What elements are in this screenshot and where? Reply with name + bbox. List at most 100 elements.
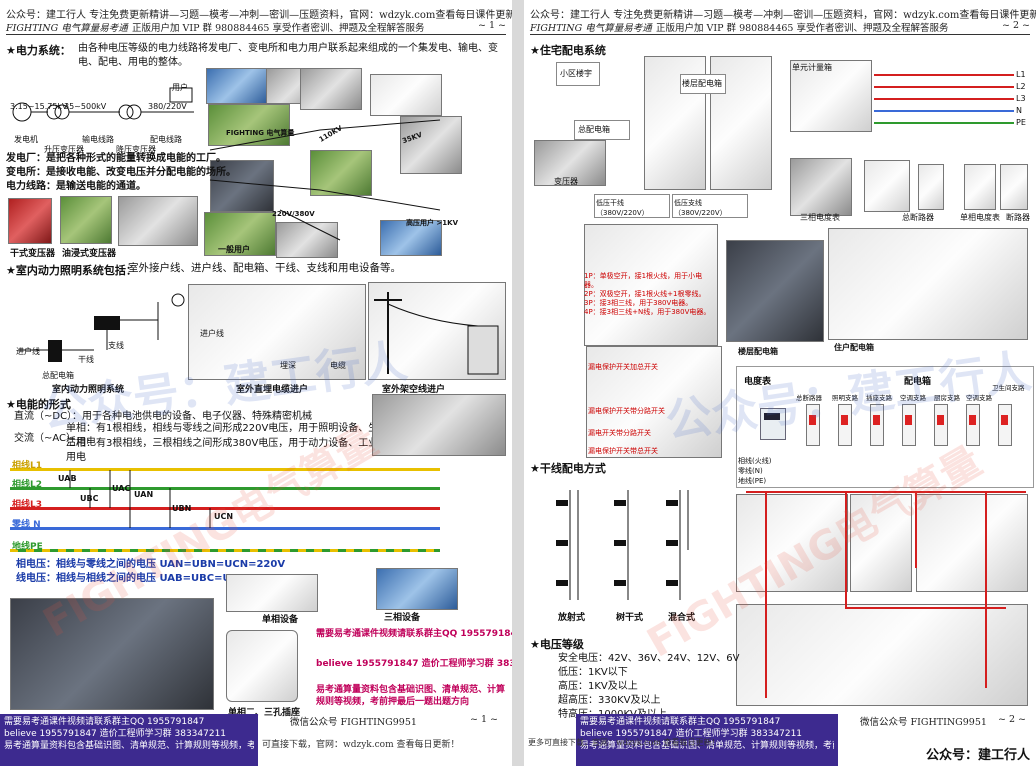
header-title: FIGHTING 电气算量易考通 [530, 23, 652, 34]
breaker-notes: 1P：单极空开，接1根火线，用于小电器。 2P：双极空开，接1根火线+1根零线。… [584, 272, 714, 317]
photo-house [276, 222, 338, 258]
photo-oil-transformer [60, 196, 112, 244]
label-community: 小区楼宇 [560, 69, 592, 78]
photo-distribution-box [10, 598, 214, 710]
page-header: FIGHTING 电气算量易考通 正版用户加 VIP 群 980884465 享… [6, 20, 506, 35]
label-uan: UAN [134, 490, 154, 499]
label-lv-branch: 低压支线（380V/220V） [674, 199, 727, 217]
caption-indoor-lighting: 室内动力照明系统 [52, 385, 125, 395]
page-2: 公众号：建工行人 专注免费更新精讲—习题—模考—冲刺—密训—压题资料，官网：wd… [524, 0, 1036, 766]
caption-tree: 树干式 [616, 613, 644, 623]
diagram-label-step-down: 降压变压器 [116, 145, 156, 154]
diagram-label-gen-voltage: 3.15~15.75kV [10, 102, 68, 111]
diagram-label-generator: 发电机 [14, 135, 38, 144]
breaker-note-1p: 1P：单极空开，接1根火线，用于小电器。 [584, 272, 703, 289]
box-lv-trunk [594, 194, 670, 218]
label-3ph-meter: 三相电度表 [800, 213, 840, 222]
photo-meter [864, 160, 910, 212]
label-l2: 相线L2 [12, 480, 42, 490]
photo-dry-transformer [8, 198, 52, 244]
breaker-5-icon [966, 404, 980, 446]
section-title-voltage-levels: ★电压等级 [530, 638, 584, 651]
voltage-low: 低压：1KV以下 [558, 667, 628, 678]
label-ubn: UBN [172, 504, 192, 513]
box-lv-branch [672, 194, 748, 218]
breaker-note-4p: 4P：接3相三线+N线，用于380V电器。 [584, 308, 711, 316]
label-unit-meter-box: 单元计量箱 [792, 63, 832, 72]
caption-single-phase-equip: 单相设备 [262, 615, 299, 625]
photo-appliances-2 [850, 494, 912, 592]
header-vip: 正版用户加 VIP 群 980884465 享受作者密训、押题及全程解答服务 [132, 23, 425, 34]
top-banner: 公众号：建工行人 专注免费更新精讲—习题—模考—冲刺—密训—压题资料，官网：wd… [530, 10, 1036, 21]
dist-col-bath: 卫生间支路 [992, 384, 1025, 392]
breaker-3-icon [902, 404, 916, 446]
indoor-label-entry-line: 进户线 [16, 347, 40, 356]
footer-promo-bar: 需要易考通课件视频请联系群主QQ 1955791847 believe 1955… [576, 714, 838, 766]
promo-line-3: 易考通算量资料包含基础识图、清单规范、计算规则等视频，考前押最后一题出题方向 [316, 685, 506, 707]
top-banner: 公众号：建工行人 专注免费更新精讲—习题—模考—冲刺—密训—压题资料，官网：wd… [6, 10, 512, 21]
photo-utility-pole [372, 394, 506, 456]
breaker-6-icon [998, 404, 1012, 446]
label-l1: 相线L1 [12, 461, 42, 471]
photo-substation-label [208, 104, 290, 146]
photo-single-meter [964, 164, 996, 210]
leak-caption-4: 漏电保护开关带总开关 [588, 447, 658, 455]
voltage-safe: 安全电压：42V、36V、24V、12V、6V [558, 653, 740, 664]
header-title: FIGHTING 电气算量易考通 [6, 23, 128, 34]
voltage-arrows-svg [69, 470, 211, 528]
label-main-breaker: 总断路器 [902, 213, 934, 222]
wire-n [874, 110, 1014, 112]
box-main-panel [574, 120, 630, 140]
dist-col-socket: 插座支路 [866, 394, 892, 402]
label-pe: 地线PE [12, 542, 43, 552]
label-general-user: 一般用户 [218, 245, 250, 254]
label-uab: UAB [58, 474, 77, 483]
wire-l2 [874, 86, 1014, 88]
footer-page-number: ~ 2 ~ [998, 714, 1027, 725]
diagram-label-transmission-voltage: 35~500kV [64, 102, 107, 111]
caption-buried-cable: 室外直埋电缆进户 [236, 385, 309, 395]
section-title-feeder: ★干线配电方式 [530, 462, 606, 475]
breaker-2-icon [870, 404, 884, 446]
circuit-wires-svg [746, 491, 1026, 698]
wire-label-neutral: 零线(N) [738, 467, 763, 475]
dc-description: 直流（~DC）：用于各种电池供电的设备、电子仪器、特殊精密机械 [14, 411, 313, 422]
photo-buried-cable [188, 284, 366, 380]
caption-three-phase-equip: 三相设备 [384, 613, 421, 623]
ac-three-phase: 三相：有3根相线，三根相线之间形成380V电压，用于动力设备、工业用电 [66, 438, 379, 463]
wire-pe [874, 122, 1014, 124]
photo-transformer-station [534, 140, 606, 186]
ac-label: 交流（~AC） [14, 433, 77, 444]
label-uac: UAC [112, 484, 131, 493]
promo-line-2: believe 1955791847 造价工程师学习群 383347211 [316, 659, 512, 669]
phase-voltage-def: 相电压：相线与零线之间的电压 UAN=UBN=UCN=220V [16, 559, 286, 570]
caption-socket: 单相二、三孔插座 [228, 708, 301, 718]
feeder-methods-svg [556, 490, 689, 600]
ground-line [10, 549, 440, 552]
dist-col-light: 照明支路 [832, 394, 858, 402]
photo-user-distribution-box [828, 228, 1028, 340]
label-meter: 电度表 [744, 377, 772, 387]
wire-l3 [874, 98, 1014, 100]
ac-single-phase: 单相：有1根相线，相线与零线之间形成220V电压，用于照明设备、生活用电 [66, 423, 379, 448]
wire-l1 [874, 74, 1014, 76]
breaker-note-2p: 2P：双极空开，接1根火线+1根零线。 [584, 290, 706, 298]
wire-label-pe: PE [1016, 118, 1026, 127]
label-floor-panel: 楼层配电箱 [682, 79, 722, 88]
section-text-indoor-system: 室外接户线、进户线、配电箱、干线、支线和用电设备等。 [128, 262, 401, 274]
breaker-main-icon [806, 404, 820, 446]
diagram-label-line: 输电线路 [82, 135, 114, 144]
dist-col-kitchen: 厨房支路 [934, 394, 960, 402]
caption-overhead-line: 室外架空线进户 [382, 385, 446, 395]
photo-leakage-breakers [586, 346, 722, 458]
caption-oil-transformer: 油浸式变压器 [62, 249, 117, 259]
section-title-electric-forms: ★电能的形式 [6, 398, 71, 411]
power-system-diagram [8, 74, 198, 144]
caption-user-box: 住户配电箱 [834, 343, 874, 352]
label-ucn: UCN [214, 512, 234, 521]
photo-label-fighting: FIGHTING 电气算量 [226, 129, 295, 137]
wire-label-l1: L1 [1016, 70, 1026, 79]
voltage-extra-high: 超高压：330KV及以上 [558, 695, 661, 706]
header-page-number: ~ 2 ~ [1001, 20, 1030, 31]
footer-bar-line-2: believe 1955791847 造价工程师学习群 383347211 [580, 729, 803, 739]
